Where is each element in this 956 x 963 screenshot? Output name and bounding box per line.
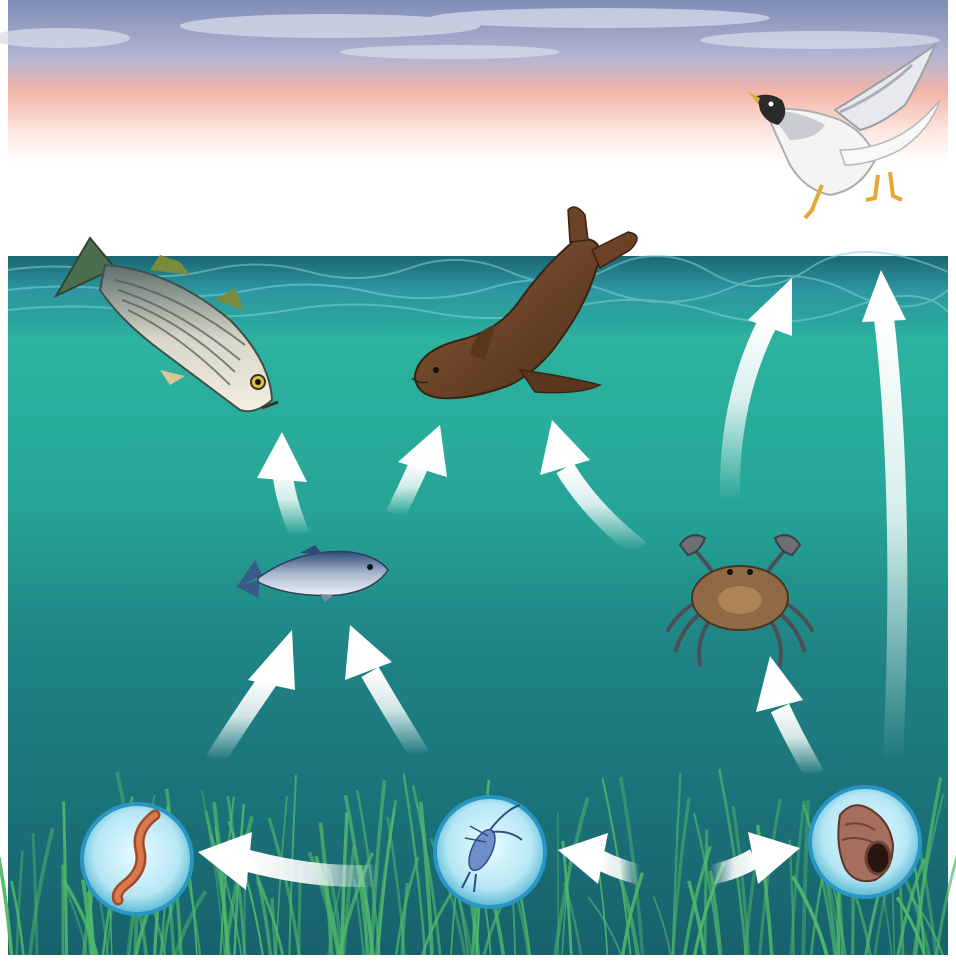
worm-bubble	[82, 804, 192, 914]
zooplankton-bubble	[435, 797, 545, 907]
right-edge	[948, 0, 956, 963]
snail-bubble	[810, 787, 920, 897]
seagrass-blade	[705, 829, 707, 958]
bottom-edge	[0, 955, 956, 963]
